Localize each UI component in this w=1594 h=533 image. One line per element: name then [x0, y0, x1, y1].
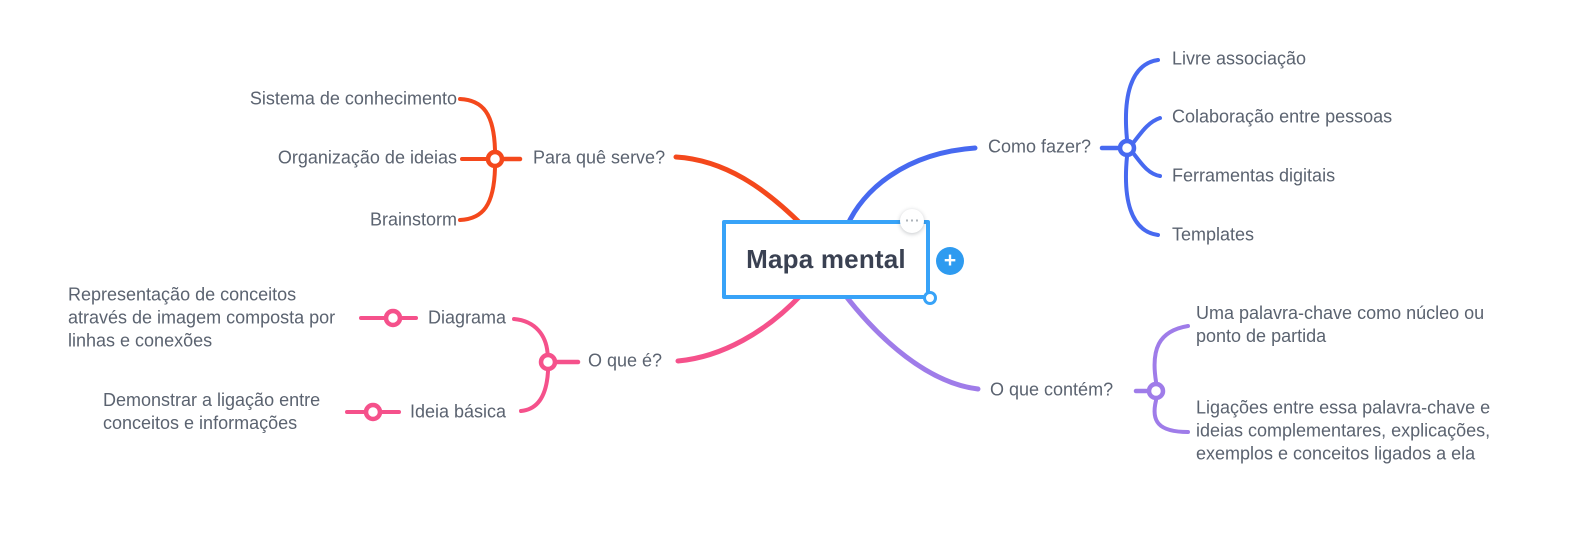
topic-demonstrar-ligacao[interactable]: Demonstrar a ligação entre conceitos e i…	[103, 390, 321, 433]
connector-ligacoes	[1152, 398, 1190, 434]
topic-ligacoes-palavra-chave[interactable]: Ligações entre essa palavra-chave e idei…	[1196, 397, 1491, 464]
collapse-ring-ideia-basica[interactable]	[363, 402, 383, 422]
connector-templates	[1123, 154, 1160, 237]
central-node-title: Mapa mental	[746, 244, 906, 274]
topic-palavra-chave-nucleo[interactable]: Uma palavra-chave como núcleo ou ponto d…	[1196, 303, 1485, 346]
plus-icon: +	[943, 248, 957, 272]
topic-livre-associacao[interactable]: Livre associação	[1172, 48, 1307, 69]
topic-o-que-e[interactable]: O que é?	[588, 350, 663, 371]
connector-center-to-como-fazer	[844, 145, 978, 229]
branch-o-que-contem-wires	[842, 292, 1190, 434]
more-options-button[interactable]: ⋯	[900, 209, 924, 233]
collapse-ring-como-fazer[interactable]	[1117, 138, 1137, 158]
topic-brainstorm[interactable]: Brainstorm	[369, 209, 457, 230]
connector-sistema	[458, 97, 497, 152]
topic-ideia-basica[interactable]: Ideia básica	[410, 401, 507, 422]
collapse-ring-diagrama[interactable]	[383, 308, 403, 328]
topic-sistema-de-conhecimento[interactable]: Sistema de conhecimento	[249, 88, 457, 109]
node-resize-handle[interactable]	[923, 291, 937, 305]
connector-ideia-basica	[519, 369, 550, 413]
connector-livre-associacao	[1123, 58, 1160, 142]
connector-palavra-chave	[1152, 324, 1190, 384]
topic-organizacao-de-ideias[interactable]: Organização de ideias	[277, 147, 457, 168]
connector-center-to-para-que-serve	[673, 154, 806, 229]
branch-para-que-serve-wires	[458, 97, 806, 229]
topic-representacao-de-conceitos[interactable]: Representação de conceitos através de im…	[68, 284, 336, 351]
topic-colaboracao-entre-pessoas[interactable]: Colaboração entre pessoas	[1172, 106, 1393, 127]
topic-ferramentas-digitais[interactable]: Ferramentas digitais	[1172, 165, 1336, 186]
topic-como-fazer[interactable]: Como fazer?	[988, 136, 1092, 157]
connector-brainstorm	[458, 166, 497, 222]
topic-o-que-contem[interactable]: O que contém?	[990, 379, 1114, 400]
topic-diagrama[interactable]: Diagrama	[428, 307, 507, 328]
collapse-ring-o-que-contem[interactable]	[1146, 381, 1166, 401]
collapse-ring-para-que-serve[interactable]	[485, 149, 505, 169]
connector-colaboracao	[1131, 116, 1162, 145]
central-node[interactable]: Mapa mental	[722, 220, 930, 299]
topic-templates[interactable]: Templates	[1172, 224, 1255, 245]
branch-como-fazer-wires	[844, 58, 1162, 237]
connector-diagrama	[512, 317, 550, 355]
collapse-ring-o-que-e[interactable]	[538, 352, 558, 372]
add-child-button[interactable]: +	[936, 247, 964, 275]
connector-center-to-o-que-e	[675, 292, 804, 364]
more-icon: ⋯	[904, 211, 920, 229]
connector-center-to-o-que-contem	[842, 292, 981, 392]
connector-ferramentas	[1131, 151, 1162, 178]
branch-o-que-e-wires	[345, 292, 804, 422]
topic-para-que-serve[interactable]: Para quê serve?	[533, 147, 666, 168]
